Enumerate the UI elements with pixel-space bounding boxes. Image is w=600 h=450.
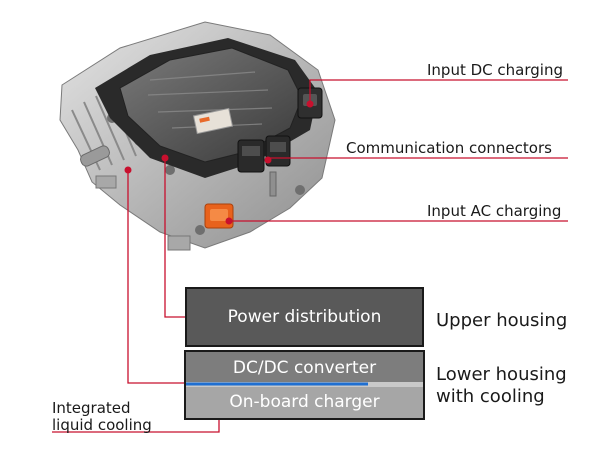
marker-power-distribution [161,154,169,162]
leader-dcdc [127,170,186,384]
label-communication-connectors: Communication connectors [346,139,552,157]
layer-onboard-charger: On-board charger [186,386,423,418]
label-upper-housing: Upper housing [436,310,568,331]
marker-communication [264,156,272,164]
coolant-pipe [80,145,110,167]
label-with-cooling: with cooling [436,386,545,407]
mounting-foot [167,235,191,251]
marker-input-dc [306,100,314,108]
lower-housing-frame [184,350,425,420]
label-liquid-cooling: liquid cooling [52,416,152,434]
layer-power-distribution: Power distribution [185,287,424,347]
label-input-dc-charging: Input DC charging [427,61,563,79]
label-input-ac-charging: Input AC charging [427,202,562,220]
marker-dcdc [124,166,132,174]
label-integrated: Integrated [52,399,131,417]
leader-input-dc [309,79,568,104]
leader-power-distribution [164,158,186,318]
product-label [192,107,234,135]
leader-communication [267,157,568,160]
cooling-band [186,382,423,387]
layer-dcdc-converter: DC/DC converter [186,352,423,383]
marker-input-ac [225,217,233,225]
label-lower-housing: Lower housing [436,364,567,385]
bolt [269,171,277,197]
housing-lid [119,47,303,163]
